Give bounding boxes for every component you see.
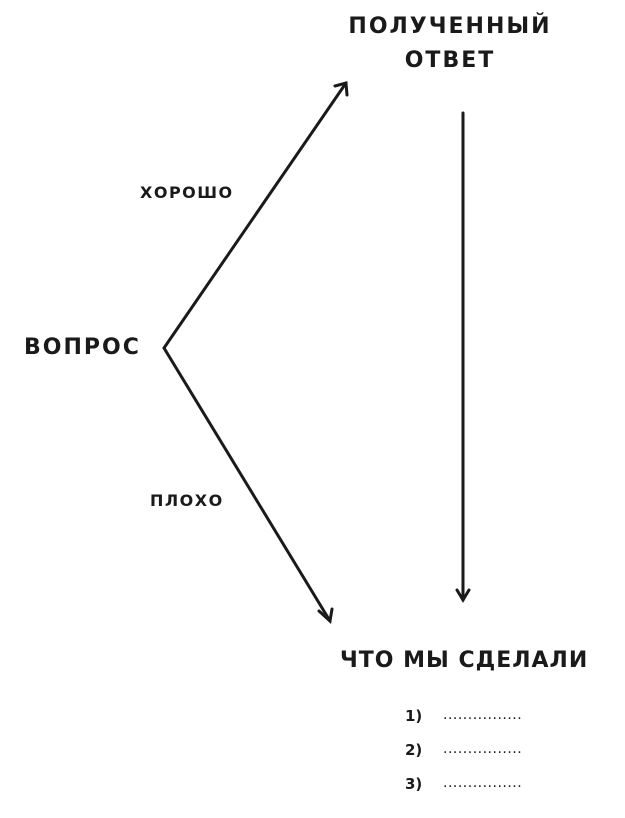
bad-arrow-line — [162, 346, 332, 623]
step-number: 1) — [405, 707, 423, 725]
good-arrow-line — [162, 81, 348, 350]
step-number: 2) — [405, 741, 423, 759]
step-number: 3) — [405, 775, 423, 793]
bad-label: ПЛОХО — [150, 491, 224, 510]
bad-arrow-head-icon — [317, 607, 334, 624]
list-item: 3) ................ — [405, 775, 522, 809]
steps-list: 1) ................ 2) ................ … — [405, 707, 522, 809]
received-answer-title: ПОЛУЧЕННЫЙ ОТВЕТ — [330, 10, 570, 78]
step-placeholder: ................ — [443, 741, 523, 757]
what-we-did-title: ЧТО МЫ СДЕЛАЛИ — [340, 648, 589, 673]
answer-down-arrow-head-icon — [455, 588, 471, 603]
list-item: 1) ................ — [405, 707, 522, 741]
list-item: 2) ................ — [405, 741, 522, 775]
question-label: ВОПРОС — [24, 335, 141, 360]
good-arrow-head-icon — [333, 81, 349, 97]
received-answer-line2: ОТВЕТ — [404, 48, 496, 73]
step-placeholder: ................ — [443, 707, 523, 723]
step-placeholder: ................ — [443, 775, 523, 791]
good-label: ХОРОШО — [140, 183, 234, 202]
received-answer-line1: ПОЛУЧЕННЫЙ — [348, 14, 552, 39]
